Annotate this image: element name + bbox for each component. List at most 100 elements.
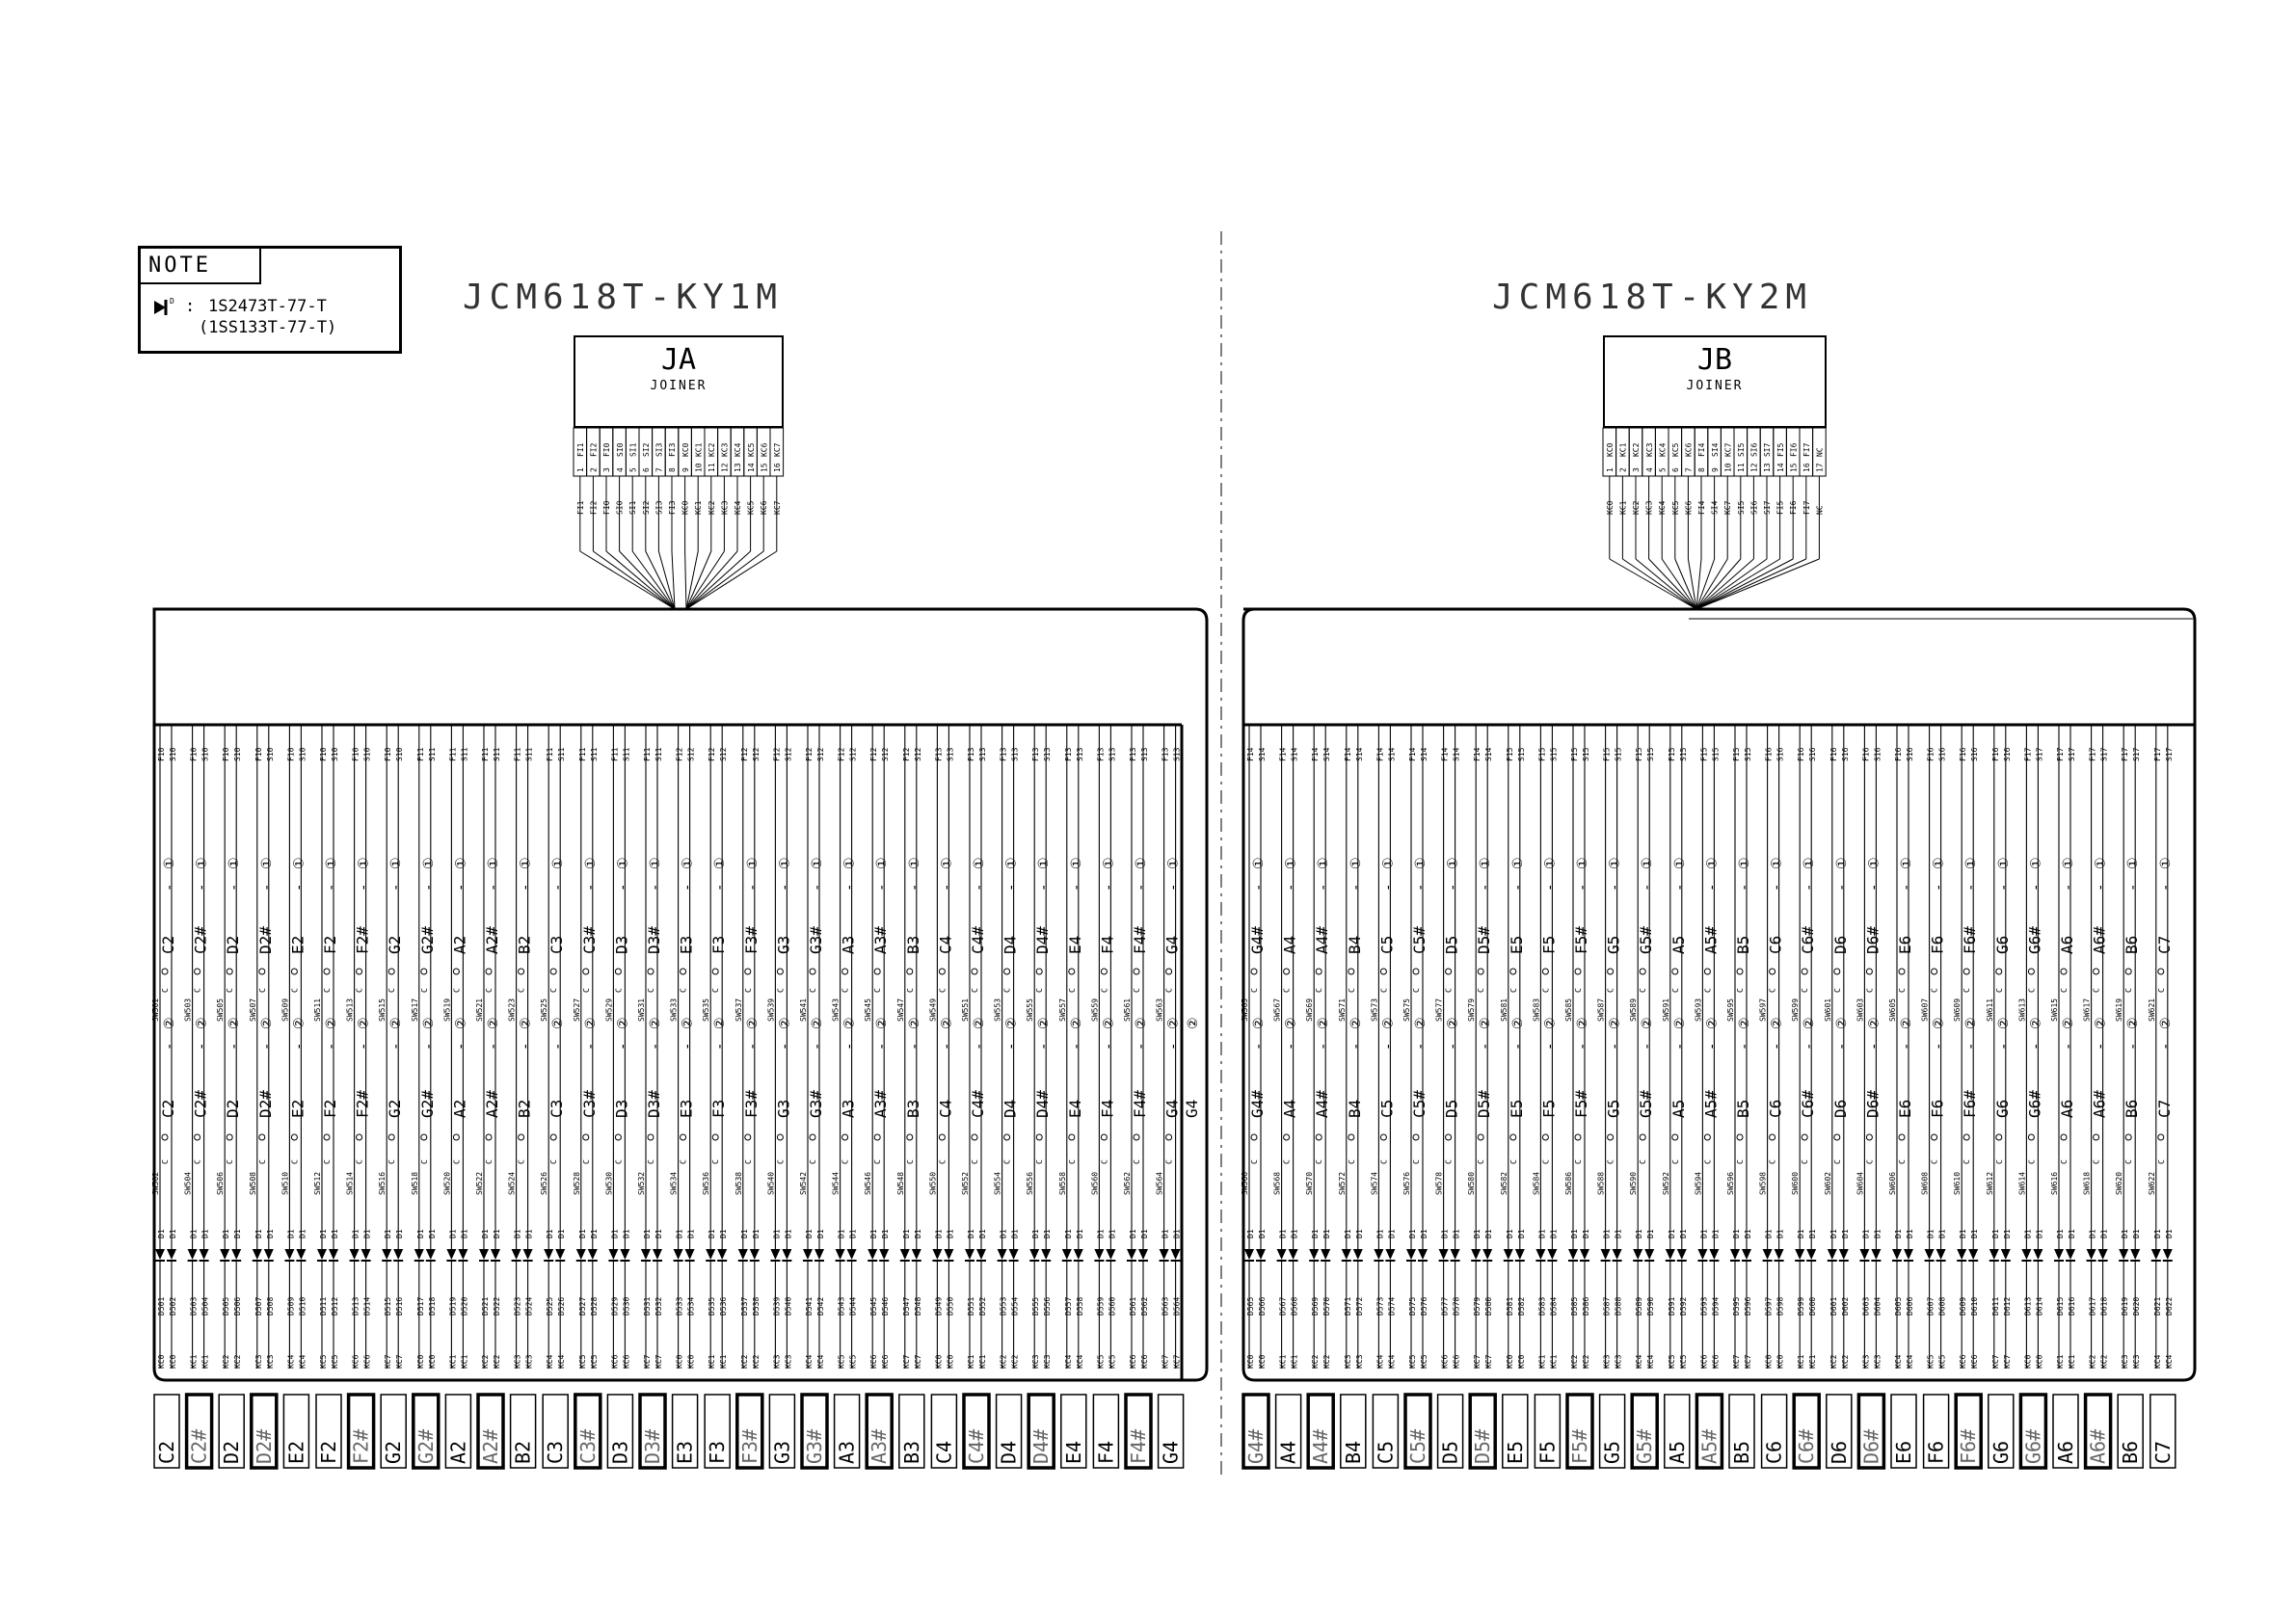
switch-contact <box>356 1133 363 1141</box>
contact-2-marker: ② <box>874 1017 890 1029</box>
contact-1-marker: ① <box>453 857 468 869</box>
top-wire-label: S15 <box>1549 747 1558 761</box>
diode-symbol <box>544 1249 554 1260</box>
contact-dash: - <box>1134 884 1149 891</box>
model-title-right: JCM618T-KY2M <box>1492 278 1813 317</box>
diode-ref-label: D530 <box>622 1297 630 1316</box>
d1-label: D1 <box>622 1229 630 1238</box>
contact-dash: - <box>1932 1043 1947 1051</box>
bottom-wire-label: KC4 <box>1894 1354 1903 1369</box>
bottom-wire-label: KC2 <box>1829 1354 1838 1369</box>
bottom-wire-label: KC2 <box>222 1354 230 1369</box>
diode-symbol <box>1742 1249 1751 1260</box>
jb-pin-number: 13 <box>1763 463 1772 472</box>
switch-label: SW582 <box>1500 1172 1508 1195</box>
diode-ref-label: D619 <box>2121 1297 2129 1316</box>
top-wire-label: S15 <box>1517 747 1526 761</box>
ja-pin-number: 11 <box>707 463 716 472</box>
switch-contact <box>1348 1133 1355 1141</box>
contact-1-marker: ① <box>1101 857 1116 869</box>
key-note-label: G6# <box>2025 1090 2043 1118</box>
d1-label: D1 <box>1615 1229 1623 1238</box>
ja-pin-label: KC4 <box>734 442 742 457</box>
contact-dash: - <box>1672 1043 1688 1051</box>
top-wire-label: F11 <box>481 747 490 761</box>
d1-label: D1 <box>1076 1229 1084 1238</box>
bottom-wire-label: KC3 <box>1615 1354 1623 1369</box>
diode-alt-part: (1SS133T-77-T) <box>199 318 337 337</box>
diode-symbol <box>1697 1249 1708 1260</box>
d1-label: D1 <box>2056 1229 2065 1238</box>
d1-label: D1 <box>1011 1229 1020 1238</box>
contact-dash: - <box>972 1043 987 1051</box>
top-wire-label: F12 <box>772 747 781 761</box>
joiner-ja: JA JOINER <box>574 335 784 428</box>
top-wire-label: S16 <box>1873 747 1882 761</box>
switch-contact <box>1962 968 1970 975</box>
white-key-box <box>1664 1394 1691 1469</box>
top-wire-label: F16 <box>1829 747 1838 761</box>
white-key-box <box>671 1394 699 1469</box>
diode-ref-label: D613 <box>2023 1297 2032 1316</box>
key-note-label: F3 <box>709 936 728 954</box>
d1-label: D1 <box>481 1229 490 1238</box>
switch-c-label: C <box>809 988 817 993</box>
footer-key-label: C6# <box>1795 1429 1818 1464</box>
black-key-box <box>1565 1393 1594 1470</box>
diode-ref-label: D553 <box>1000 1297 1008 1316</box>
contact-1-marker: ① <box>1510 857 1526 869</box>
jb-bundle-wire <box>1695 558 1780 610</box>
diode-symbol <box>575 1249 586 1260</box>
switch-c-label: C <box>387 1159 396 1164</box>
contact-1-marker: ① <box>1608 857 1623 869</box>
bottom-wire-label: KC0 <box>1517 1354 1526 1369</box>
bottom-wire-label: KC7 <box>902 1354 911 1369</box>
contact-1-marker: ① <box>519 857 534 869</box>
d1-label: D1 <box>838 1229 846 1238</box>
contact-dash: - <box>259 1043 275 1051</box>
switch-contact <box>452 1133 460 1141</box>
switch-c-label: C <box>226 1159 234 1164</box>
switch-contact <box>906 968 914 975</box>
black-key-box <box>638 1393 667 1470</box>
contact-dash: - <box>519 884 534 891</box>
d1-label: D1 <box>286 1229 295 1238</box>
bottom-wire-label: KC3 <box>514 1354 522 1369</box>
d1-label: D1 <box>1711 1229 1720 1238</box>
key-note-label: A6 <box>2058 936 2076 954</box>
bottom-wire-label: KC4 <box>1076 1354 1084 1369</box>
switch-contact <box>2060 968 2068 975</box>
bottom-wire-label: KC1 <box>1291 1354 1299 1369</box>
d1-label: D1 <box>902 1229 911 1238</box>
footer-key-label: G4 <box>1160 1441 1183 1464</box>
switch-label: SW531 <box>637 998 646 1022</box>
white-key-box <box>218 1394 245 1469</box>
contact-dash: - <box>324 1043 339 1051</box>
diode-ref-label: D570 <box>1322 1297 1331 1316</box>
d1-label: D1 <box>2035 1229 2043 1238</box>
contact-2-marker: ② <box>550 1017 566 1029</box>
switch-label: SW528 <box>573 1172 581 1195</box>
switch-label: SW571 <box>1338 998 1347 1022</box>
ja-left-bundle-wire <box>645 550 676 610</box>
switch-c-label: C <box>2157 1159 2166 1164</box>
white-key-box <box>1598 1394 1626 1469</box>
switch-label: SW597 <box>1759 998 1768 1022</box>
switch-c-label: C <box>356 1159 364 1164</box>
ja-pin-number: 16 <box>773 463 782 472</box>
top-wire-label: F13 <box>1031 747 1040 761</box>
d1-label: D1 <box>1344 1229 1352 1238</box>
switch-c-label: C <box>1962 1159 1971 1164</box>
contact-dash: - <box>907 1043 922 1051</box>
jb-pin-label: KC0 <box>1606 442 1615 457</box>
contact-dash: - <box>1575 884 1590 891</box>
top-wire-label: F16 <box>1797 747 1805 761</box>
d1-label: D1 <box>1635 1229 1643 1238</box>
contact-1-marker: ① <box>1413 857 1428 869</box>
jb-pin-label: SI6 <box>1750 442 1759 457</box>
svg-text:D: D <box>170 297 174 306</box>
key-note-label: C4# <box>969 1090 987 1118</box>
bottom-wire-label: KC3 <box>784 1354 792 1369</box>
note-box: NOTE D : 1S2473T-77-T (1SS133T-77-T) <box>138 246 402 354</box>
switch-c-label: C <box>971 988 979 993</box>
